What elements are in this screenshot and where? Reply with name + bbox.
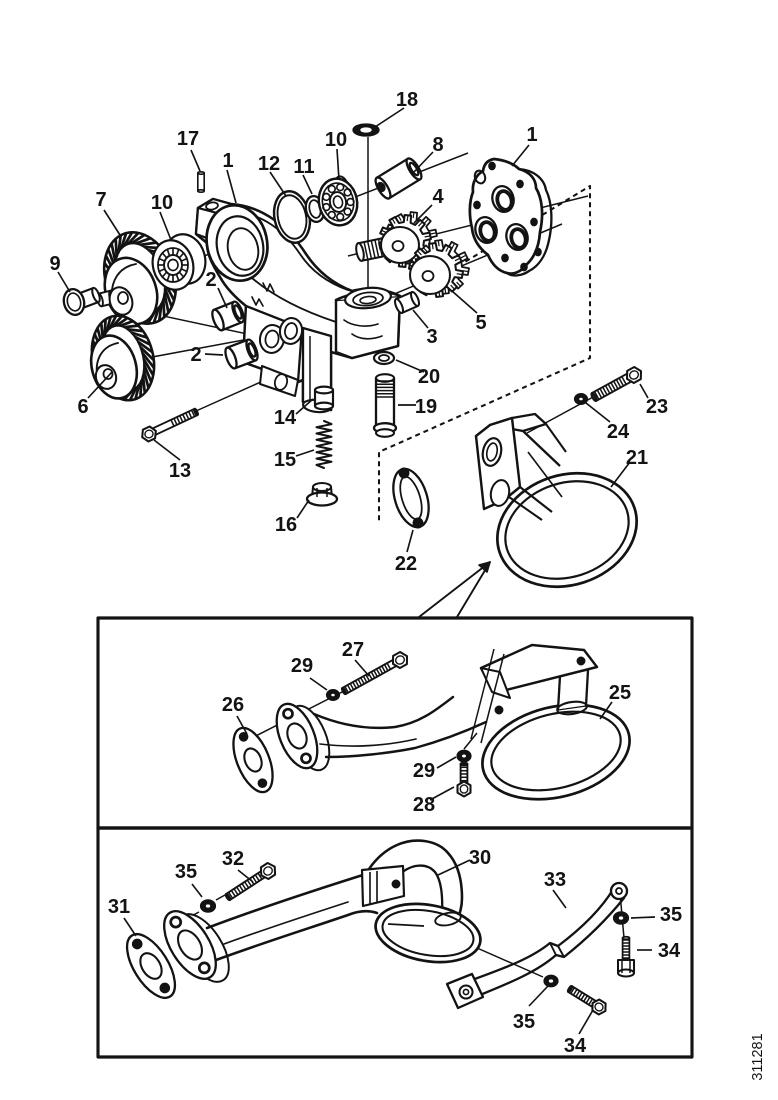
svg-text:24: 24 bbox=[607, 421, 630, 443]
svg-text:6: 6 bbox=[77, 396, 88, 418]
svg-text:31: 31 bbox=[108, 896, 130, 918]
svg-text:10: 10 bbox=[325, 129, 347, 151]
svg-text:33: 33 bbox=[544, 869, 566, 891]
svg-text:27: 27 bbox=[342, 639, 364, 661]
svg-text:29: 29 bbox=[413, 760, 435, 782]
svg-text:23: 23 bbox=[646, 396, 668, 418]
svg-text:32: 32 bbox=[222, 848, 244, 870]
svg-text:19: 19 bbox=[415, 396, 437, 418]
svg-text:26: 26 bbox=[222, 694, 244, 716]
svg-text:29: 29 bbox=[291, 655, 313, 677]
svg-text:12: 12 bbox=[258, 153, 280, 175]
svg-text:34: 34 bbox=[658, 940, 681, 962]
svg-text:16: 16 bbox=[275, 514, 297, 536]
svg-text:10: 10 bbox=[151, 192, 173, 214]
svg-text:8: 8 bbox=[432, 134, 443, 156]
svg-text:18: 18 bbox=[396, 89, 418, 111]
svg-text:15: 15 bbox=[274, 449, 296, 471]
svg-text:34: 34 bbox=[564, 1035, 587, 1057]
svg-text:20: 20 bbox=[418, 366, 440, 388]
svg-text:30: 30 bbox=[469, 847, 491, 869]
svg-text:17: 17 bbox=[177, 128, 199, 150]
svg-text:3: 3 bbox=[426, 326, 437, 348]
svg-text:22: 22 bbox=[395, 553, 417, 575]
svg-text:11: 11 bbox=[293, 156, 314, 178]
svg-text:14: 14 bbox=[274, 407, 297, 429]
svg-text:35: 35 bbox=[175, 861, 197, 883]
svg-text:2: 2 bbox=[190, 344, 201, 366]
svg-text:1: 1 bbox=[526, 124, 537, 146]
svg-text:21: 21 bbox=[626, 447, 648, 469]
svg-text:28: 28 bbox=[413, 794, 435, 816]
svg-text:5: 5 bbox=[475, 312, 486, 334]
svg-text:7: 7 bbox=[95, 189, 106, 211]
svg-text:311281: 311281 bbox=[750, 1033, 766, 1080]
svg-text:9: 9 bbox=[49, 253, 60, 275]
svg-text:35: 35 bbox=[660, 904, 682, 926]
svg-text:2: 2 bbox=[205, 269, 216, 291]
svg-text:1: 1 bbox=[222, 150, 233, 172]
svg-text:4: 4 bbox=[432, 186, 444, 208]
svg-text:25: 25 bbox=[609, 682, 631, 704]
svg-text:35: 35 bbox=[513, 1011, 535, 1033]
svg-text:13: 13 bbox=[169, 460, 191, 482]
